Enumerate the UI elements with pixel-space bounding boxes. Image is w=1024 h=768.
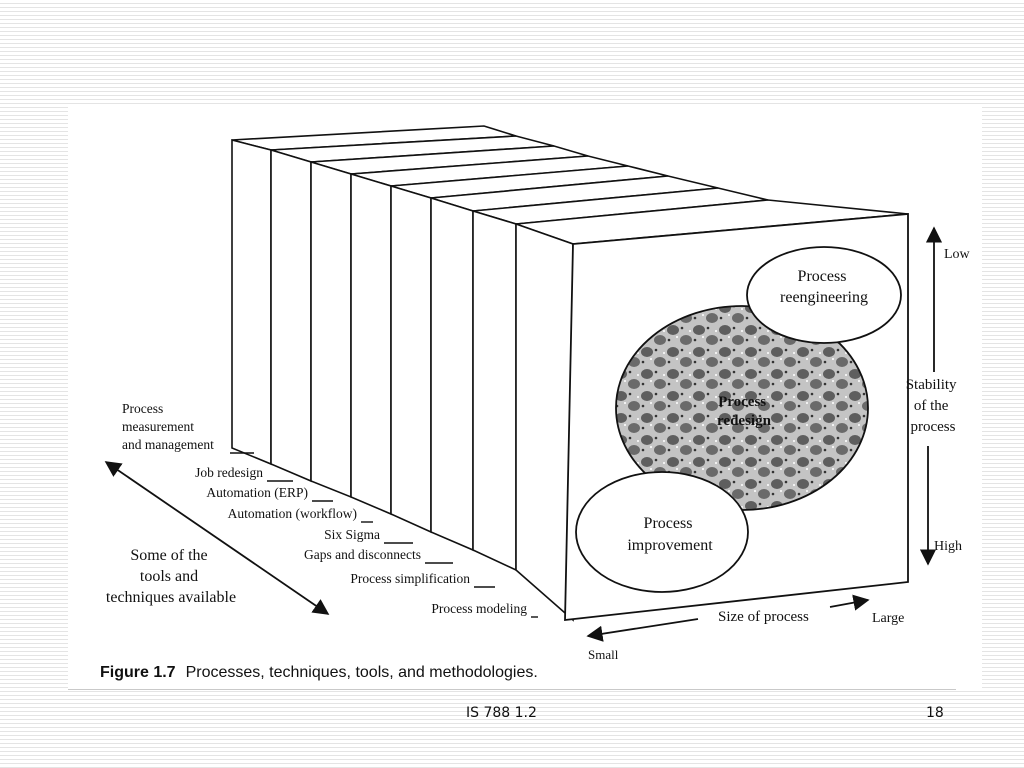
- process-tools-diagram: Process reengineering Process redesign P…: [104, 125, 971, 662]
- footer-divider: [68, 689, 956, 690]
- slab-side: [270, 148, 312, 483]
- slab-side: [350, 172, 392, 516]
- tool-slabs: [231, 125, 909, 622]
- slab-side: [390, 184, 432, 534]
- tool-label: Job redesign: [195, 465, 263, 480]
- tool-label: Automation (workflow): [228, 506, 357, 521]
- stability-low-label: Low: [944, 247, 971, 262]
- size-large-label: Large: [872, 611, 904, 626]
- tool-label: Process simplification: [350, 571, 470, 586]
- size-small-label: Small: [588, 647, 619, 662]
- stability-high-label: High: [934, 539, 962, 554]
- tool-label: Gaps and disconnects: [304, 547, 421, 562]
- footer-course: IS 788 1.2: [466, 705, 537, 721]
- figure-caption: Figure 1.7 Processes, techniques, tools, …: [100, 664, 538, 682]
- tool-label: Automation (ERP): [206, 485, 308, 500]
- slab-side: [231, 138, 272, 466]
- caption-text: Processes, techniques, tools, and method…: [185, 664, 538, 681]
- size-arrow-right: [829, 594, 870, 611]
- slab-side: [515, 222, 574, 622]
- tool-label: Process modeling: [431, 601, 527, 616]
- redesign-label: Process redesign: [717, 394, 772, 429]
- tools-range-arrow: [104, 461, 330, 615]
- slab-side: [430, 196, 474, 552]
- process-reengineering-region: [746, 246, 902, 344]
- improvement-label: Process improvement: [627, 515, 713, 554]
- tool-label: Six Sigma: [324, 527, 380, 542]
- reengineering-label: Process reengineering: [780, 268, 868, 306]
- tools-caption: Some of the tools and techniques availab…: [106, 547, 236, 606]
- stability-axis-label: Stability of the process: [906, 377, 961, 435]
- footer-page-number: 18: [926, 705, 944, 721]
- size-axis-label: Size of process: [718, 609, 809, 625]
- caption-label: Figure 1.7: [100, 664, 176, 681]
- figure-panel: Process reengineering Process redesign P…: [68, 104, 982, 688]
- slab-side: [310, 160, 352, 499]
- slab-side: [472, 209, 517, 572]
- process-improvement-region: [575, 471, 749, 593]
- size-arrow-left: [586, 618, 699, 642]
